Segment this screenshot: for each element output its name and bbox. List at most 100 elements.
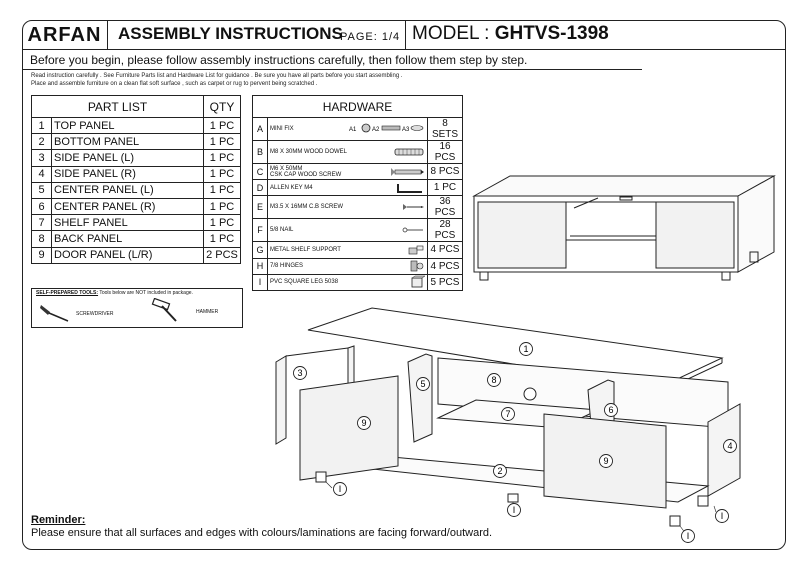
leg — [507, 493, 519, 503]
part-callout: I — [681, 529, 695, 543]
part-number: 4 — [31, 165, 52, 183]
svg-text:A1: A1 — [349, 127, 357, 133]
part-number: 9 — [31, 246, 52, 264]
document-title: ASSEMBLY INSTRUCTIONS — [118, 24, 343, 43]
part-name: CENTER PANEL (L) — [51, 181, 204, 199]
part-callout: 9 — [357, 416, 371, 430]
hardware-qty: 1 PC — [427, 179, 463, 197]
tools-title-rest: Tools below are NOT included in package. — [98, 290, 193, 296]
hardware-letter: D — [252, 179, 268, 197]
hardware-desc: 7/8 HINGES — [270, 263, 304, 270]
part-number: 5 — [31, 181, 52, 199]
shelf-support-icon — [408, 245, 424, 255]
note-line: Place and assemble furniture on a clean … — [31, 81, 318, 87]
callout-label: I — [687, 531, 690, 541]
part-callout: 6 — [604, 403, 618, 417]
hardware-letter: C — [252, 162, 268, 181]
assembled-tv-stand — [472, 175, 776, 281]
cam-lock-icon: A1 A2 A3 — [349, 123, 424, 133]
intro-divider — [22, 69, 642, 70]
hardware-letter: F — [252, 218, 268, 243]
hardware-letter: G — [252, 241, 268, 259]
part-callout: 5 — [416, 377, 430, 391]
tool-label-hammer: HAMMER — [196, 309, 219, 315]
square-leg-icon — [411, 276, 425, 288]
hardware-qty: 4 PCS — [427, 257, 463, 275]
hardware-qty: 8 PCS — [427, 162, 463, 181]
callout-label: 2 — [497, 466, 502, 476]
callout-label: 4 — [727, 441, 732, 451]
part-name: BACK PANEL — [51, 230, 204, 248]
part-qty: 1 PC — [203, 214, 241, 232]
part-qty: 2 PCS — [203, 246, 241, 264]
tools-title: SELF-PREPARED TOOLS: Tools below are NOT… — [36, 290, 193, 296]
brand-name: ARFAN — [22, 20, 108, 50]
hinge-icon — [410, 260, 424, 272]
part-name: SIDE PANEL (R) — [51, 165, 204, 183]
reminder-text: Please ensure that all surfaces and edge… — [31, 527, 493, 539]
screwdriver-icon — [40, 305, 69, 322]
model-number: MODEL : GHTVS-1398 — [412, 20, 609, 48]
part-number: 3 — [31, 149, 52, 167]
page-indicator: PAGE: 1/4 — [340, 31, 401, 43]
hardware-desc: PVC SQUARE LEG 5038 — [270, 279, 339, 286]
header-divider — [405, 20, 406, 50]
hardware-letter: H — [252, 257, 268, 275]
part-number: 1 — [31, 116, 52, 135]
leg — [669, 515, 681, 527]
part-callout: I — [333, 482, 347, 496]
hardware-desc: ALLEN KEY M4 — [270, 184, 313, 191]
part-number: 2 — [31, 133, 52, 151]
part-name: TOP PANEL — [51, 116, 204, 135]
model-prefix: MODEL : — [412, 23, 495, 44]
hardware-desc: M3.5 X 16MM C.B SCREW — [270, 204, 344, 211]
hammer-icon — [151, 298, 177, 322]
document-sheet — [22, 20, 786, 550]
part-callout: 4 — [723, 439, 737, 453]
part-name: BOTTOM PANEL — [51, 133, 204, 151]
callout-label: 6 — [608, 405, 613, 415]
model-code: GHTVS-1398 — [494, 23, 609, 44]
hardware-desc: METAL SHELF SUPPORT — [270, 246, 341, 253]
hardware-qty: 16 PCS — [427, 140, 463, 164]
hardware-qty: 28 PCS — [427, 218, 463, 243]
part-callout: 7 — [501, 407, 515, 421]
tools-box: SELF-PREPARED TOOLS: Tools below are NOT… — [31, 288, 243, 328]
callout-label: I — [721, 511, 724, 521]
small-screw-icon — [403, 204, 424, 211]
side-panel-left — [275, 355, 287, 445]
hardware-letter: E — [252, 195, 268, 220]
svg-text:A3: A3 — [402, 127, 410, 133]
hardware-item: PVC SQUARE LEG 5038 — [267, 273, 428, 291]
callout-label: 8 — [491, 375, 496, 385]
hardware-desc: 5/8 NAIL — [270, 227, 294, 234]
part-name: SHELF PANEL — [51, 214, 204, 232]
door-panel-left — [299, 375, 399, 481]
part-qty: 1 PC — [203, 181, 241, 199]
part-name: SIDE PANEL (L) — [51, 149, 204, 167]
svg-text:A2: A2 — [372, 127, 380, 133]
callout-label: 3 — [297, 368, 302, 378]
callout-label: 9 — [361, 418, 366, 428]
side-panel-right — [707, 403, 741, 497]
callout-label: 7 — [505, 409, 510, 419]
hardware-item: METAL SHELF SUPPORT — [267, 241, 428, 259]
allen-key-icon — [397, 183, 422, 193]
